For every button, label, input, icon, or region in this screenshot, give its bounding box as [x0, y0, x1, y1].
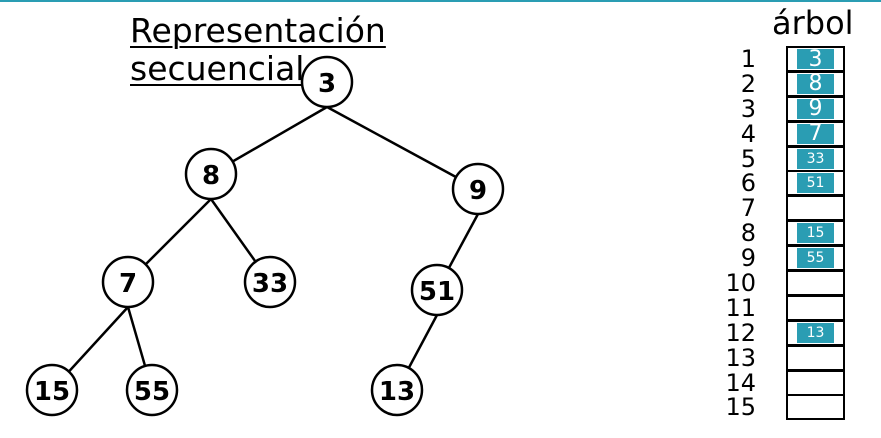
- top-rule: [0, 0, 881, 2]
- array-cell: 55: [786, 245, 845, 272]
- array-cell-value: 7: [797, 121, 834, 146]
- array-cell-value: 3: [797, 47, 834, 72]
- array-cell: 3: [786, 46, 845, 72]
- array-index: 14: [725, 368, 756, 397]
- array-cell: 51: [786, 170, 845, 197]
- array-index: 3: [740, 94, 756, 123]
- array-cell: 13: [786, 319, 845, 346]
- array-cell-value: 15: [797, 223, 834, 244]
- array-cell-value: 51: [797, 173, 834, 194]
- array-index: 9: [740, 244, 756, 273]
- diagram-title: Representación secuencial: [130, 12, 386, 88]
- array-cell: 8: [786, 70, 845, 97]
- node-label: 8: [202, 161, 220, 191]
- array-cell-value: 33: [797, 148, 834, 169]
- node-circle: [25, 363, 79, 417]
- node-circle: [300, 55, 354, 109]
- array-cell-value: 13: [797, 322, 834, 343]
- array-cell: 9: [786, 95, 845, 122]
- array-cell: 7: [786, 120, 845, 147]
- node-circle: [101, 255, 155, 309]
- tree-node-13: 13: [370, 363, 424, 417]
- tree-node-9: 9: [451, 162, 505, 216]
- node-circle: [451, 162, 505, 216]
- array-index: 6: [740, 169, 756, 198]
- node-label: 7: [119, 269, 137, 299]
- tree-node-15: 15: [25, 363, 79, 417]
- node-label: 51: [419, 277, 455, 307]
- node-label: 3: [318, 69, 336, 99]
- node-label: 13: [379, 377, 415, 407]
- node-circle: [370, 363, 424, 417]
- node-circle: [125, 363, 179, 417]
- array-index: 15: [725, 393, 756, 422]
- array-index: 11: [725, 293, 756, 322]
- node-label: 15: [34, 377, 70, 407]
- array-index: 5: [740, 144, 756, 173]
- array-cell: [786, 394, 845, 421]
- node-label: 9: [469, 176, 487, 206]
- array-index: 8: [740, 219, 756, 248]
- tree-node-7: 7: [101, 255, 155, 309]
- title-line-2: secuencial: [130, 49, 305, 88]
- node-circle: [184, 147, 238, 201]
- array-cell-value: 55: [797, 248, 834, 269]
- array-cell: 33: [786, 145, 845, 172]
- array-cell: [786, 294, 845, 321]
- tree-nodes: 3 8 9 7 33 51 15 55 13: [25, 55, 505, 417]
- array-index: 10: [725, 269, 756, 298]
- tree-node-51: 51: [410, 263, 464, 317]
- array-title: árbol: [772, 4, 854, 42]
- tree-node-3: 3: [300, 55, 354, 109]
- node-circle: [243, 255, 297, 309]
- node-label: 55: [134, 377, 170, 407]
- tree-edge: [326, 105, 479, 191]
- array-cell-value: 8: [797, 71, 834, 96]
- array-cell-value: 9: [797, 96, 834, 121]
- array-index: 13: [725, 343, 756, 372]
- array-cell: 15: [786, 220, 845, 247]
- array-index: 4: [740, 119, 756, 148]
- array-cell: [786, 195, 845, 222]
- tree-edges: [51, 105, 480, 391]
- array-cell: [786, 369, 845, 396]
- title-line-1: Representación: [130, 11, 386, 50]
- node-circle: [410, 263, 464, 317]
- array-index: 7: [740, 194, 756, 223]
- tree-node-8: 8: [184, 147, 238, 201]
- array-cell: [786, 270, 845, 297]
- array-index: 12: [725, 318, 756, 347]
- array-cell: [786, 344, 845, 371]
- node-label: 33: [252, 269, 288, 299]
- array-index: 2: [740, 69, 756, 98]
- array-index: 1: [740, 45, 756, 73]
- tree-node-33: 33: [243, 255, 297, 309]
- tree-node-55: 55: [125, 363, 179, 417]
